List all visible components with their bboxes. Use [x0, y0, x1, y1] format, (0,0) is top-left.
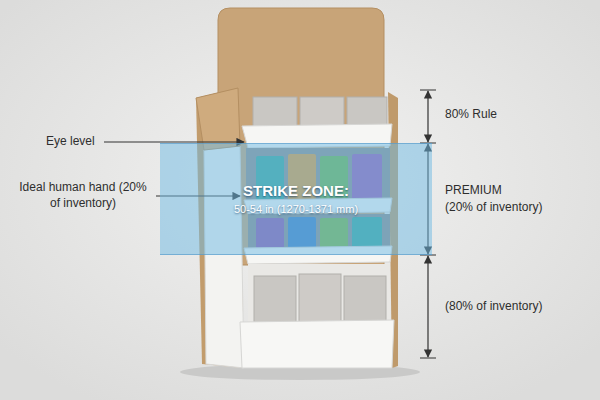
tick — [420, 90, 436, 91]
dimension-arrow — [427, 256, 428, 357]
eye-level-label: Eye level — [46, 134, 95, 150]
header-wing — [196, 88, 240, 150]
strike-zone-band: STRIKE ZONE: 50-54 in (1270-1371 mm) — [160, 143, 432, 255]
product-box — [344, 276, 386, 322]
zone-label: PREMIUM — [445, 183, 502, 199]
bin-interior — [248, 264, 390, 324]
zone-dimension: 50-54 in (1270-1371 mm) — [234, 203, 358, 217]
zone-title: STRIKE ZONE: — [243, 182, 349, 201]
dimension-arrow — [427, 91, 428, 142]
product-box — [300, 97, 344, 129]
product-box — [299, 274, 341, 322]
share-label: (80% of inventory) — [445, 299, 542, 315]
share-label: (20% of inventory) — [445, 200, 542, 216]
product-box — [253, 97, 297, 129]
bin-front — [240, 320, 394, 368]
product-box — [254, 276, 296, 322]
hand-label: Ideal human hand (20% of inventory) — [14, 180, 152, 211]
rule-label: 80% Rule — [445, 107, 497, 123]
tick — [420, 358, 436, 359]
